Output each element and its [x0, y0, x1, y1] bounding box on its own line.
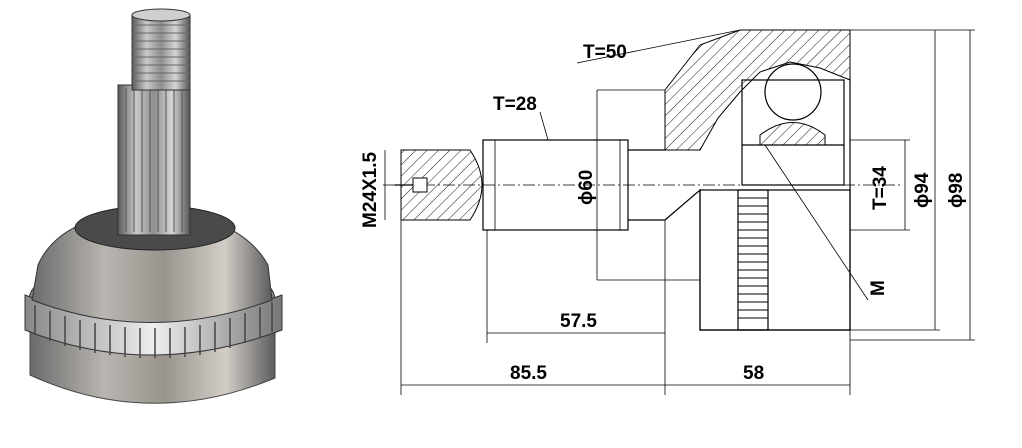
shaft-length-label: T=28	[493, 94, 537, 115]
inner-spline-label: T=34	[870, 166, 891, 210]
thread-label: M24X1.5	[360, 152, 381, 228]
housing-diameter-label: ϕ98	[946, 173, 967, 208]
housing-length-label: 58	[743, 363, 764, 384]
shaft-diameter-label: ϕ60	[576, 170, 597, 205]
boot-width-label: T=50	[583, 42, 627, 63]
center-mark-label: M	[868, 280, 889, 296]
outer-length-label: 85.5	[510, 363, 547, 384]
ring-diameter-label: ϕ94	[912, 172, 933, 208]
splined-length-label: 57.5	[560, 311, 597, 332]
cv-joint-photo	[24, 8, 283, 404]
